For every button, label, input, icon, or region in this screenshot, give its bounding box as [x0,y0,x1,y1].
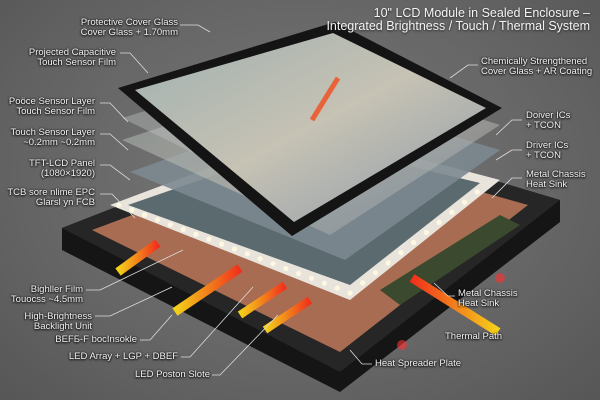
label-line: Chemically Strengthened [481,56,588,67]
label-touch-sensor-layer: Touch Sensor Layer~0.2mm ~0.2mm [11,128,96,148]
light-arrow [309,76,341,122]
label-led-array: LED Array + LGP + DBEF [69,352,178,362]
led [334,285,340,291]
label-line: Metal Chassis [458,288,518,299]
label-line: Cover Glass + AR Coating [481,66,593,77]
label-line: Backlight Unit [33,321,92,332]
hot-spot [495,273,505,283]
label-line: Touch Sensor Layer [10,127,96,138]
led [231,246,238,252]
label-line: BEFБ-F bocInsokle [55,334,137,345]
label-line: Metal Chassis [526,169,586,180]
label-line: Glarsl yn FCB [35,197,95,208]
label-driver-ics-2: Driver ICs+ TCON [526,141,568,161]
led [308,275,315,281]
label-line: Poöce Sensor Layer [8,96,95,107]
led [321,280,327,286]
label-line: LED Poston Slote [135,369,210,380]
led [461,199,468,205]
led [474,189,480,195]
label-line: High-Brightness [24,311,92,322]
label-line: (1080×1920) [40,168,95,179]
label-tft-lcd-panel: TFT-LCD Panel(1080×1920) [29,159,95,179]
label-bef: BEFБ-F bocInsokle [55,335,137,345]
label-line: Touch Sensor Film [16,106,95,117]
led [449,209,455,215]
led [270,261,276,267]
label-line: Touch Sensor Film [37,57,116,68]
label-line: + TCON [526,120,561,131]
label-line: LED Array + LGP + DBEF [68,351,178,362]
led-array [116,189,480,296]
label-line: TCB sore nlime EPC [7,187,95,198]
hot-spot [397,340,407,350]
led [372,270,379,276]
led [436,219,442,225]
led [193,231,199,237]
label-line: Protective Cover Glass [80,17,178,28]
label-line: Touocss ~4.5mm [10,294,83,305]
led [296,270,302,277]
label-led-position-slot: LED Poston Slote [135,370,210,380]
label-line: TFT-LCD Panel [29,158,95,169]
led [154,217,161,223]
led [219,241,225,247]
led [244,251,250,257]
label-line: Cover Glass + 1.70mm [80,27,178,38]
led [347,290,353,296]
led [385,260,391,266]
title-line-1: 10" LCD Module in Sealed Enclosure – [373,6,590,20]
led [129,207,135,213]
label-thermal-path: Thermal Path [445,332,502,342]
led [180,226,186,233]
leader-lines [86,24,522,376]
page-title: 10" LCD Module in Sealed Enclosure – Int… [326,7,590,33]
label-line: Thermal Path [445,331,503,342]
label-driver-ics-1: Doiver ICs+ TCON [526,111,570,131]
led [398,250,404,256]
led [167,221,173,228]
label-line: Driver ICs [526,140,569,151]
led [283,265,289,272]
led [206,236,212,242]
label-heat-spreader-plate: Heat Spreader Plate [375,359,461,369]
led [423,229,429,236]
label-line: Heat Spreader Plate [375,358,462,369]
label-line: Doiver ICs [526,110,571,121]
thermal-arrows [115,239,501,336]
label-line: Heat Sink [458,298,500,309]
title-line-2: Integrated Brightness / Touch / Thermal … [326,19,590,33]
led [411,239,417,246]
led [142,212,148,218]
led [257,256,263,262]
label-line: Projected Capacitive [28,47,116,58]
led [360,280,366,286]
label-line: + TCON [526,150,561,161]
label-line: Heat Sink [526,179,568,190]
cover-glass-frame [118,22,502,236]
label-line: Bighller Film [30,284,83,295]
label-line: ~0.2mm ~0.2mm [23,137,95,148]
led [116,202,122,208]
